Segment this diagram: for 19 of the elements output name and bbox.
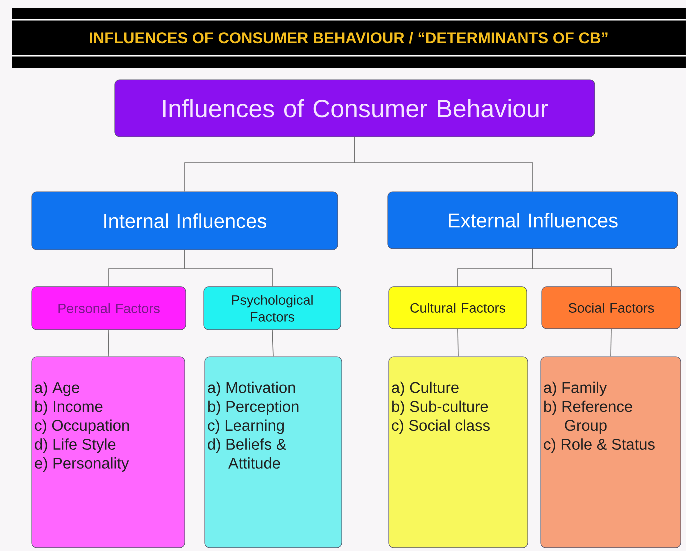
group-box: Internal Influences <box>32 192 338 250</box>
group-box: External Influences <box>388 192 678 250</box>
list-box: a) Family b) Reference Group c) Role & Status <box>540 356 682 548</box>
factor-box: Psychological Factors <box>204 286 342 330</box>
factor-box: Cultural Factors <box>388 286 528 330</box>
connector-line <box>610 328 612 358</box>
connector-line <box>532 248 612 288</box>
connector-line <box>108 330 110 358</box>
list-box: a) Motivation b) Perception c) Learning d) Beliefs & Attitude <box>204 356 342 548</box>
list-box: a) Age b) Income c) Occupation d) Life Style e) Personality <box>32 356 186 548</box>
category-box: Influences of Consumer Behaviour <box>114 80 596 138</box>
title: INFLUENCES OF CONSUMER BEHAVIOUR / “DETERMINANTS OF CB” <box>90 32 608 44</box>
connector-line <box>354 136 534 192</box>
list-box: a) Culture b) Sub-culture c) Social class <box>388 356 528 548</box>
factor-box: Social Factors <box>542 286 682 330</box>
connector-line <box>458 328 459 358</box>
connector-line <box>184 250 273 288</box>
factor-box: Personal Factors <box>32 286 186 330</box>
connector-line <box>272 330 274 358</box>
